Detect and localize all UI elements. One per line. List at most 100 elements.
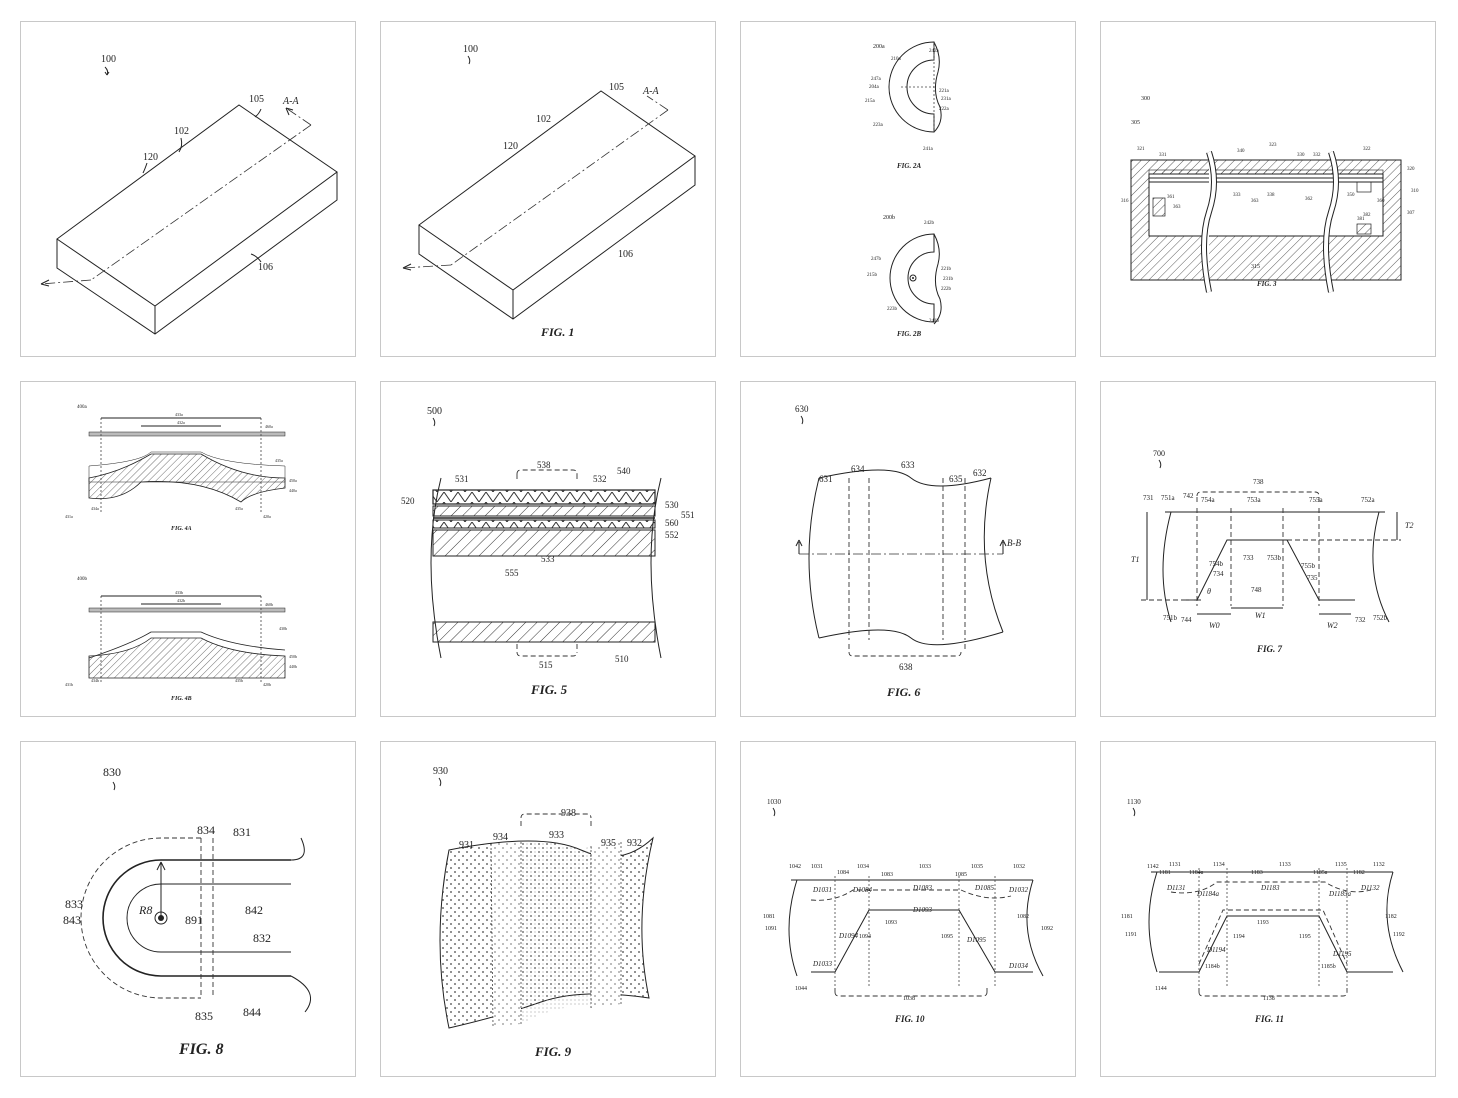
- svg-text:1044: 1044: [795, 986, 807, 992]
- ref-105: 105: [249, 94, 264, 105]
- svg-text:1092: 1092: [1041, 926, 1053, 932]
- ref-106: 106: [258, 262, 273, 273]
- svg-text:1183: 1183: [1251, 870, 1263, 876]
- svg-text:222a: 222a: [939, 107, 950, 112]
- svg-text:731: 731: [1143, 494, 1154, 502]
- svg-text:221a: 221a: [939, 89, 950, 94]
- svg-text:520: 520: [401, 496, 415, 506]
- svg-text:1185b: 1185b: [1321, 964, 1336, 970]
- svg-text:751b: 751b: [1163, 614, 1178, 622]
- svg-text:361: 361: [1167, 195, 1175, 200]
- svg-text:933: 933: [549, 830, 564, 841]
- svg-text:1131: 1131: [1169, 862, 1181, 868]
- top-view-fig9: 930 938 931 934 933 935 932 FIG. 9: [433, 766, 654, 1059]
- svg-text:FIG. 11: FIG. 11: [1254, 1014, 1284, 1024]
- svg-text:1182: 1182: [1353, 870, 1365, 876]
- svg-text:434a: 434a: [91, 506, 99, 511]
- svg-text:1185a: 1185a: [1313, 870, 1328, 876]
- svg-text:1032: 1032: [1013, 864, 1025, 870]
- svg-text:363: 363: [1173, 205, 1181, 210]
- svg-text:D1085: D1085: [974, 884, 995, 892]
- svg-text:631: 631: [819, 474, 833, 484]
- svg-text:432b: 432b: [177, 598, 185, 603]
- figure-caption: FIG. 1: [540, 325, 574, 339]
- ref-200b: 200b: [883, 215, 895, 221]
- svg-text:400a: 400a: [77, 405, 88, 410]
- ref-AA: A-A: [282, 96, 299, 107]
- svg-text:734: 734: [1213, 570, 1224, 578]
- svg-text:538: 538: [537, 460, 551, 470]
- svg-text:755b: 755b: [1301, 562, 1316, 570]
- ref-label: 100: [101, 54, 116, 65]
- svg-text:450b: 450b: [289, 654, 297, 659]
- svg-text:315: 315: [1251, 264, 1260, 270]
- figure-tile-12: 1130 1142 1131 1181 1184a 1134 1183 1133…: [1100, 741, 1436, 1077]
- svg-text:1195: 1195: [1299, 934, 1311, 940]
- svg-text:323: 323: [1269, 143, 1277, 148]
- svg-text:432a: 432a: [177, 420, 185, 425]
- svg-text:322: 322: [1363, 147, 1371, 152]
- svg-text:932: 932: [627, 838, 642, 849]
- ref-AA: A-A: [642, 86, 659, 97]
- svg-text:231b: 231b: [943, 277, 954, 282]
- svg-text:D1034: D1034: [1008, 962, 1029, 970]
- svg-text:1133: 1133: [1279, 862, 1291, 868]
- cross-section-fig10: 1030 1042 1031 1084 1034 1083 1033 1085 …: [763, 798, 1053, 1024]
- svg-text:500: 500: [427, 406, 442, 417]
- svg-text:751a: 751a: [1161, 494, 1176, 502]
- svg-text:460b: 460b: [265, 602, 273, 607]
- figure-tile-5: 400a 433a 432a 460a 435a 450a 440a 431a …: [20, 381, 356, 717]
- svg-text:1194: 1194: [1233, 934, 1245, 940]
- svg-text:1182: 1182: [1385, 914, 1397, 920]
- bent-layer-fig8: 830 834 831 833 843 842 R8 891 832 835 8…: [63, 765, 312, 1058]
- svg-text:1083: 1083: [881, 872, 893, 878]
- svg-text:242b: 242b: [924, 221, 935, 226]
- ref-120: 120: [503, 141, 518, 152]
- svg-text:362: 362: [1305, 197, 1313, 202]
- svg-text:842: 842: [245, 903, 263, 917]
- svg-text:733: 733: [1243, 554, 1254, 562]
- svg-text:510: 510: [615, 654, 629, 664]
- svg-text:W2: W2: [1327, 621, 1338, 630]
- svg-text:1191: 1191: [1125, 932, 1137, 938]
- svg-text:D1032: D1032: [1008, 886, 1029, 894]
- svg-text:D1093: D1093: [912, 906, 933, 914]
- svg-text:1085: 1085: [955, 872, 967, 878]
- svg-text:381: 381: [1357, 217, 1365, 222]
- svg-text:FIG. 4A: FIG. 4A: [171, 526, 192, 532]
- svg-text:215a: 215a: [865, 99, 876, 104]
- svg-text:B-B: B-B: [1007, 538, 1021, 548]
- svg-text:D1083: D1083: [912, 884, 933, 892]
- svg-text:300: 300: [1141, 96, 1150, 102]
- svg-text:382: 382: [1363, 213, 1371, 218]
- svg-text:744: 744: [1181, 616, 1192, 624]
- svg-text:340: 340: [1237, 149, 1245, 154]
- svg-text:753b: 753b: [1267, 554, 1282, 562]
- svg-text:638: 638: [899, 662, 913, 672]
- svg-text:D1184a: D1184a: [1196, 890, 1220, 898]
- svg-text:1084: 1084: [837, 870, 849, 876]
- svg-text:330: 330: [1297, 153, 1305, 158]
- svg-text:431a: 431a: [65, 514, 73, 519]
- svg-text:754a: 754a: [1201, 496, 1216, 504]
- ref-120: 120: [143, 152, 158, 163]
- svg-text:D1094: D1094: [838, 932, 859, 940]
- svg-text:832: 832: [253, 931, 271, 945]
- svg-text:FIG. 5: FIG. 5: [530, 682, 568, 697]
- ref-102: 102: [536, 114, 551, 125]
- figure-tile-10: 930 938 931 934 933 935 932 FIG. 9: [380, 741, 716, 1077]
- svg-text:321: 321: [1137, 147, 1145, 152]
- svg-text:1033: 1033: [919, 864, 931, 870]
- svg-text:934: 934: [493, 832, 508, 843]
- svg-text:755a: 755a: [1309, 496, 1324, 504]
- figure-tile-9: 830 834 831 833 843 842 R8 891 832 835 8…: [20, 741, 356, 1077]
- svg-text:231a: 231a: [941, 97, 952, 102]
- svg-text:1035: 1035: [971, 864, 983, 870]
- svg-text:735: 735: [1307, 574, 1318, 582]
- svg-text:440a: 440a: [289, 488, 297, 493]
- svg-text:FIG. 7: FIG. 7: [1256, 644, 1283, 654]
- top-view-fig6: 630 B-B 634 633 635 632 631 638 FIG. 6: [795, 404, 1021, 699]
- svg-text:1184b: 1184b: [1205, 964, 1220, 970]
- cross-section-fig3: 300 305 321 331 340 323 330 332 322 320 …: [1121, 96, 1419, 293]
- svg-text:1144: 1144: [1155, 986, 1167, 992]
